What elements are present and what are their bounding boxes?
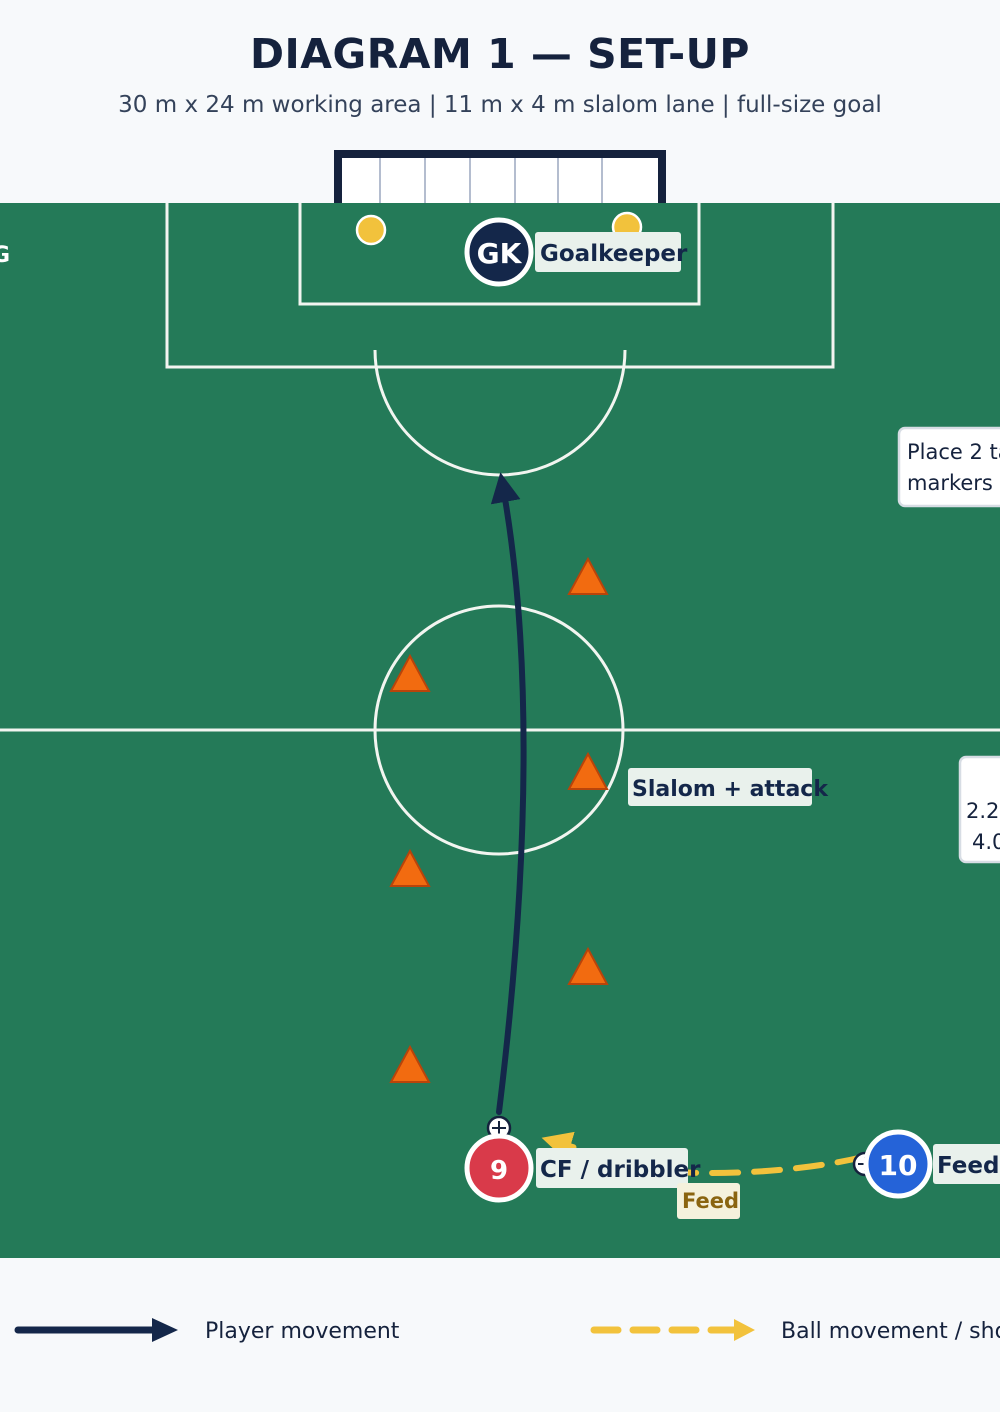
player-number: 10: [879, 1149, 918, 1182]
note-box-distances: 2.2 4.0: [958, 755, 1000, 864]
svg-text:Slalom + attack: Slalom + attack: [632, 777, 829, 802]
target-marker: [355, 214, 387, 246]
legend-player-movement-arrowhead: [152, 1318, 178, 1342]
svg-text:2.2: 2.2: [966, 799, 999, 823]
player-number: 9: [490, 1156, 508, 1186]
svg-text:4.0: 4.0: [972, 830, 1000, 854]
cone: [567, 946, 609, 985]
player-movement-arrow: [490, 472, 527, 1115]
legend: Player movement Ball movement / sho: [14, 1318, 1000, 1344]
diagram-title: DIAGRAM 1 — SET-UP: [250, 30, 750, 78]
note-box-targets: Place 2 ta markers: [897, 426, 1000, 508]
penalty-box: [165, 203, 835, 369]
pitch-edge-label: G: [0, 243, 10, 268]
player-label: Goalkeeper: [540, 241, 688, 267]
player-feeder: 10 Feede: [863, 1129, 1000, 1199]
diagram-subtitle: 30 m x 24 m working area | 11 m x 4 m sl…: [118, 92, 882, 118]
cone: [389, 1044, 431, 1083]
slalom-label: Slalom + attack: [628, 768, 829, 806]
cone: [389, 848, 431, 887]
legend-player-movement-label: Player movement: [205, 1319, 400, 1344]
feed-label: Feed: [677, 1183, 740, 1219]
legend-ball-movement-arrowhead: [734, 1319, 755, 1341]
player-number: GK: [477, 237, 523, 270]
cone: [389, 653, 431, 692]
svg-text:Feed: Feed: [682, 1189, 739, 1213]
player-label: Feede: [937, 1153, 1000, 1179]
svg-text:Place 2 ta: Place 2 ta: [907, 440, 1000, 464]
player-goalkeeper: GK Goalkeeper: [464, 217, 688, 287]
legend-ball-movement-label: Ball movement / sho: [781, 1319, 1000, 1344]
goal: [334, 150, 666, 203]
cone: [567, 751, 609, 790]
center-circle: [373, 604, 625, 856]
player-label: CF / dribbler: [540, 1157, 701, 1183]
goal-area: [298, 203, 701, 306]
svg-text:markers: markers: [907, 471, 993, 495]
cone: [567, 556, 609, 595]
player-cf: 9 CF / dribbler: [464, 1133, 701, 1203]
